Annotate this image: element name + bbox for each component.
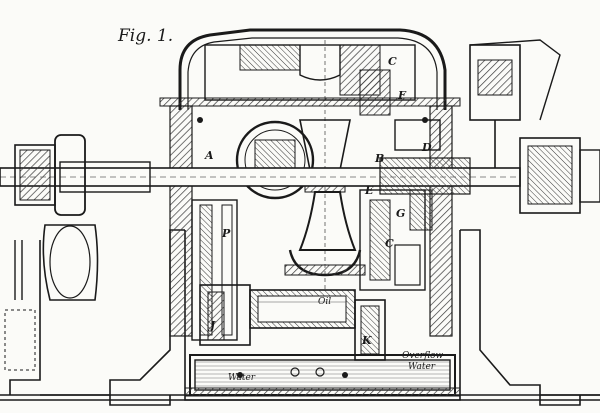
- label-f: F: [398, 89, 406, 102]
- cylinder-housing: [159, 28, 461, 110]
- left-coupling: [4, 134, 99, 371]
- label-e: E: [365, 184, 374, 197]
- label-water: Water: [228, 373, 256, 383]
- valve-gear: [359, 69, 441, 231]
- label-p: P: [222, 227, 231, 240]
- figure-title: Fig. 1.: [118, 26, 174, 46]
- label-overflow: Overflow: [402, 351, 444, 361]
- side-walls: [169, 105, 453, 341]
- label-a: A: [205, 149, 214, 162]
- pump-j: [199, 284, 251, 346]
- oil-reservoir: [249, 289, 356, 329]
- label-c-top: C: [388, 55, 397, 68]
- bolts: [197, 117, 428, 378]
- right-governor: [469, 39, 600, 214]
- label-b: B: [375, 152, 385, 165]
- label-g: G: [396, 207, 406, 220]
- label-j: J: [210, 319, 216, 332]
- label-k: K: [362, 334, 372, 347]
- label-oil: Oil: [318, 297, 332, 307]
- label-overflow-water: Water: [408, 362, 436, 372]
- label-d: D: [422, 141, 432, 154]
- pump-k: [354, 299, 386, 361]
- label-c-lower: C: [385, 237, 394, 250]
